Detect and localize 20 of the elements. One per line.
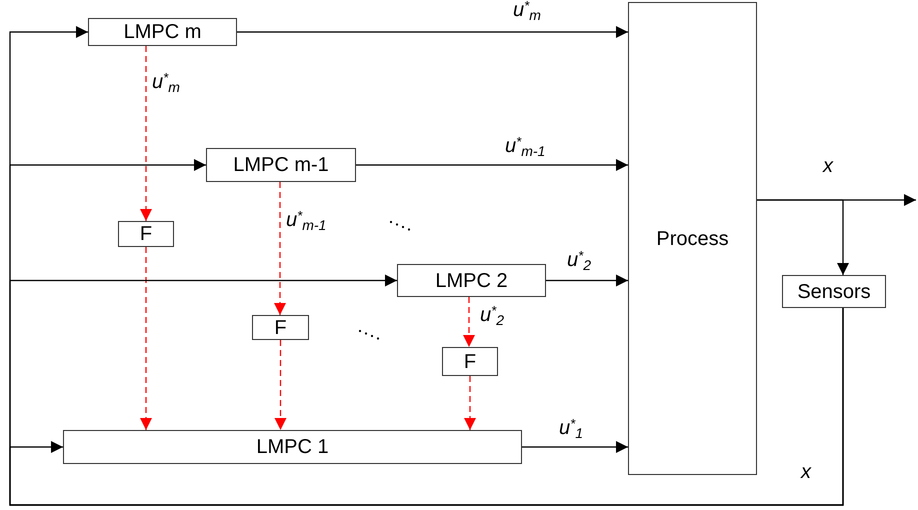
filter-box: F (252, 315, 309, 340)
process-box: Process (628, 2, 757, 475)
filter-box: F (442, 347, 498, 376)
arrow (522, 441, 628, 453)
arrow (237, 26, 628, 38)
sensor-box: Sensors (782, 275, 886, 308)
arrow (356, 159, 628, 171)
dashed-arrow (274, 182, 286, 315)
dashed-arrow (463, 297, 475, 347)
dashed-arrow (140, 46, 152, 221)
controller-box: LMPC 2 (397, 264, 546, 297)
dashed-arrow (464, 376, 476, 430)
arrow (546, 274, 628, 286)
arrow (757, 199, 849, 275)
dashed-arrow (274, 340, 286, 430)
dashed-arrow (140, 247, 152, 430)
controller-box: LMPC m-1 (206, 148, 356, 182)
controller-box: LMPC m (88, 18, 237, 46)
controller-box: LMPC 1 (63, 430, 522, 464)
filter-box: F (118, 221, 174, 247)
